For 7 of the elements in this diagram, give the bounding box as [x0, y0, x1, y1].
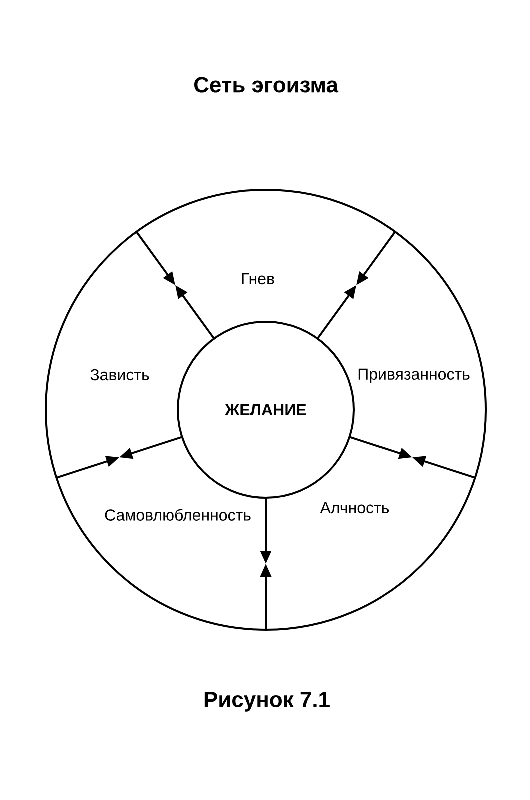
caption: Рисунок 7.1 — [204, 692, 330, 712]
sector-label: Привязанность — [358, 368, 470, 384]
title: Сеть эгоизма — [194, 77, 339, 93]
sector-label: Гнев — [242, 273, 274, 285]
sector-label: Самовлюбленность — [105, 509, 251, 521]
sector-label: Зависть — [90, 369, 150, 381]
sector-label: Алчность — [320, 502, 390, 514]
